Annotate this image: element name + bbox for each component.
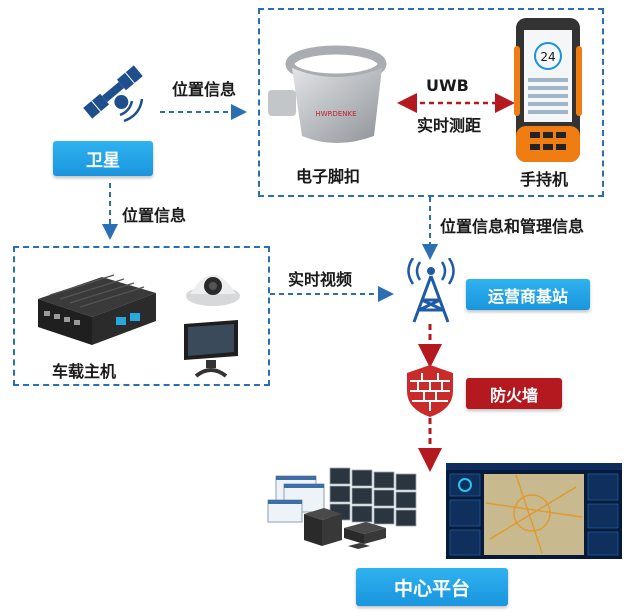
base-station-badge: 运营商基站 [466,279,590,310]
anklet-brand-text: HWRDENKE [315,110,356,118]
edge-label-video: 实时视频 [288,270,353,289]
edge-label-base: 位置信息和管理信息 [440,217,585,236]
anklet-device-image: HWRDENKE [266,38,404,156]
anklet-group-box [258,8,604,197]
base-station-tower-icon [400,257,462,324]
satellite-badge: 卫星 [53,141,153,176]
handheld-reading-text: 24 [540,50,555,64]
firewall-badge: 防火墙 [466,378,562,409]
handheld-device-image: 24 [514,16,582,164]
handheld-label: 手持机 [520,170,569,189]
platform-dashboard-image [446,463,622,559]
platform-hardware-image [262,462,444,554]
vehicle-host-image [30,271,160,351]
edge-label-ranging: 实时测距 [417,116,482,135]
edge-label-sat-anklet: 位置信息 [172,80,237,99]
vehicle-host-label: 车载主机 [52,362,117,381]
satellite-icon [74,57,152,127]
edge-label-uwb: UWB [426,76,469,95]
firewall-icon [404,364,456,418]
anklet-label: 电子脚扣 [296,167,361,186]
dome-camera-image [184,262,242,310]
edge-label-sat-vehicle: 位置信息 [122,206,187,225]
vehicle-group-box [13,246,270,386]
monitor-image [180,318,242,378]
platform-badge: 中心平台 [356,568,508,606]
